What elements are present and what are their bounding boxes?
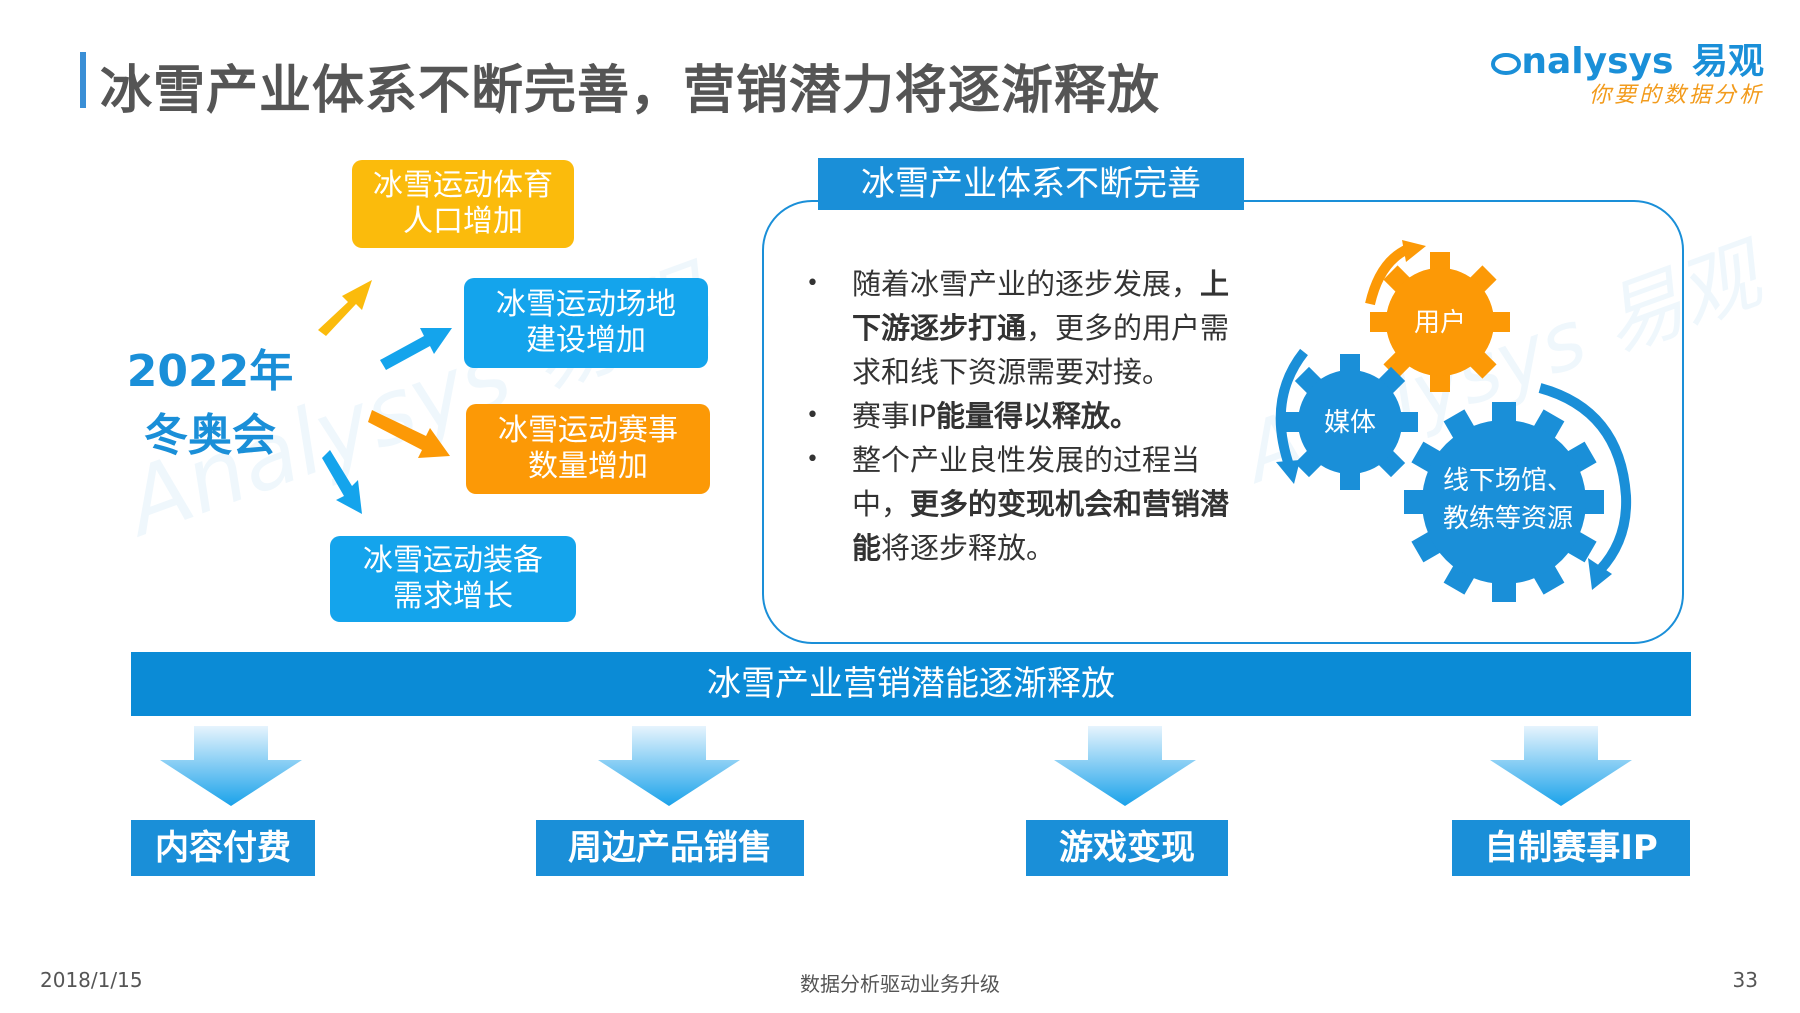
outcome-content-payment: 内容付费 [131,820,315,876]
outcome-game: 游戏变现 [1026,820,1228,876]
outcome-box-venues: 冰雪运动场地 建设增加 [464,278,708,368]
box-line: 冰雪运动赛事 [498,413,678,448]
gear-label-line: 线下场馆、 [1442,466,1573,496]
logo-brand-text: nalysys [1521,41,1674,82]
bullet-bold: 能量得以释放。 [936,399,1140,433]
down-arrows [160,726,1632,806]
bullet-item: 整个产业良性发展的过程当中，更多的变现机会和营销潜能将逐步释放。 [806,438,1246,570]
logo-slogan: 你要的数据分析 [1588,83,1764,108]
gear-label-line: 教练等资源 [1442,504,1573,534]
box-line: 需求增长 [393,579,513,614]
outcome-box-events: 冰雪运动赛事 数量增加 [466,404,710,494]
outcome-box-population: 冰雪运动体育 人口增加 [352,160,574,248]
page-title: 冰雪产业体系不断完善，营销潜力将逐渐释放 [100,61,1161,121]
cycle-arrow-right-icon [1538,383,1632,574]
outcome-box-equipment: 冰雪运动装备 需求增长 [330,536,576,622]
bullet-text: 赛事IP [852,399,937,433]
cycle-arrow-left-icon [1275,348,1308,470]
bullet-item: 赛事IP能量得以释放。 [806,394,1246,438]
cycle-arrowhead-orange-icon [1402,240,1426,262]
down-arrow-icon [1490,726,1632,806]
down-arrow-icon [598,726,740,806]
box-line: 数量增加 [528,449,648,484]
outcome-merchandise: 周边产品销售 [536,820,804,876]
gear-media-icon [1282,354,1418,490]
marketing-banner: 冰雪产业营销潜能逐渐释放 [131,652,1691,716]
gear-label-media: 媒体 [1323,408,1376,438]
bullet-text: 将逐步释放。 [881,531,1056,565]
footer-date: 2018/1/15 [40,968,143,992]
gear-users-icon [1370,252,1510,392]
box-line: 冰雪运动场地 [496,287,676,322]
box-line: 建设增加 [526,323,646,358]
arrow-down-right-icon [322,450,362,514]
analysys-logo: nalysys 易观 你要的数据分析 [1491,42,1764,110]
event-name: 冬奥会 [144,410,276,461]
down-arrow-icon [1054,726,1196,806]
outcome-event-ip: 自制赛事IP [1452,820,1690,876]
bullet-text: ，更多的用户需求和线下资源需要对接。 [852,311,1230,389]
system-bullets: 随着冰雪产业的逐步发展，上下游逐步打通，更多的用户需求和线下资源需要对接。 赛事… [806,262,1246,570]
page-number: 33 [1732,968,1758,992]
title-accent-bar [80,52,86,108]
industry-system-title: 冰雪产业体系不断完善 [818,158,1244,210]
box-line: 冰雪运动体育 [373,168,553,203]
gears-diagram [1275,240,1632,602]
gear-label-users: 用户 [1413,308,1466,338]
event-label: 2022年 冬奥会 [120,340,300,468]
cycle-arrowhead-right-icon [1588,558,1612,590]
gear-label-resources: 线下场馆、 教练等资源 [1434,462,1582,538]
down-arrow-icon [160,726,302,806]
arrow-right-up-icon [380,328,452,370]
logo-a-icon [1491,53,1522,75]
bullet-bold: 上下游逐步打通 [852,267,1230,345]
box-line: 冰雪运动装备 [363,543,543,578]
box-line: 人口增加 [403,204,523,239]
bullet-text: 随着冰雪产业的逐步发展， [852,267,1201,301]
logo-brand: nalysys 易观 [1491,42,1764,82]
footer-center: 数据分析驱动业务升级 [800,972,1000,996]
impact-arrows [318,280,452,514]
arrow-up-right-icon [318,280,372,336]
arrow-right-down-icon [368,410,450,458]
bullet-bold: 更多的变现机会和营销潜能 [852,487,1230,565]
bullet-text: 整个产业良性发展的过程当中， [852,443,1201,521]
event-year: 2022年 [126,346,294,397]
cycle-arrowhead-left-icon [1276,460,1300,484]
logo-brand-cn: 易观 [1691,41,1764,82]
bullet-item: 随着冰雪产业的逐步发展，上下游逐步打通，更多的用户需求和线下资源需要对接。 [806,262,1246,394]
gear-resources-icon [1404,402,1604,602]
